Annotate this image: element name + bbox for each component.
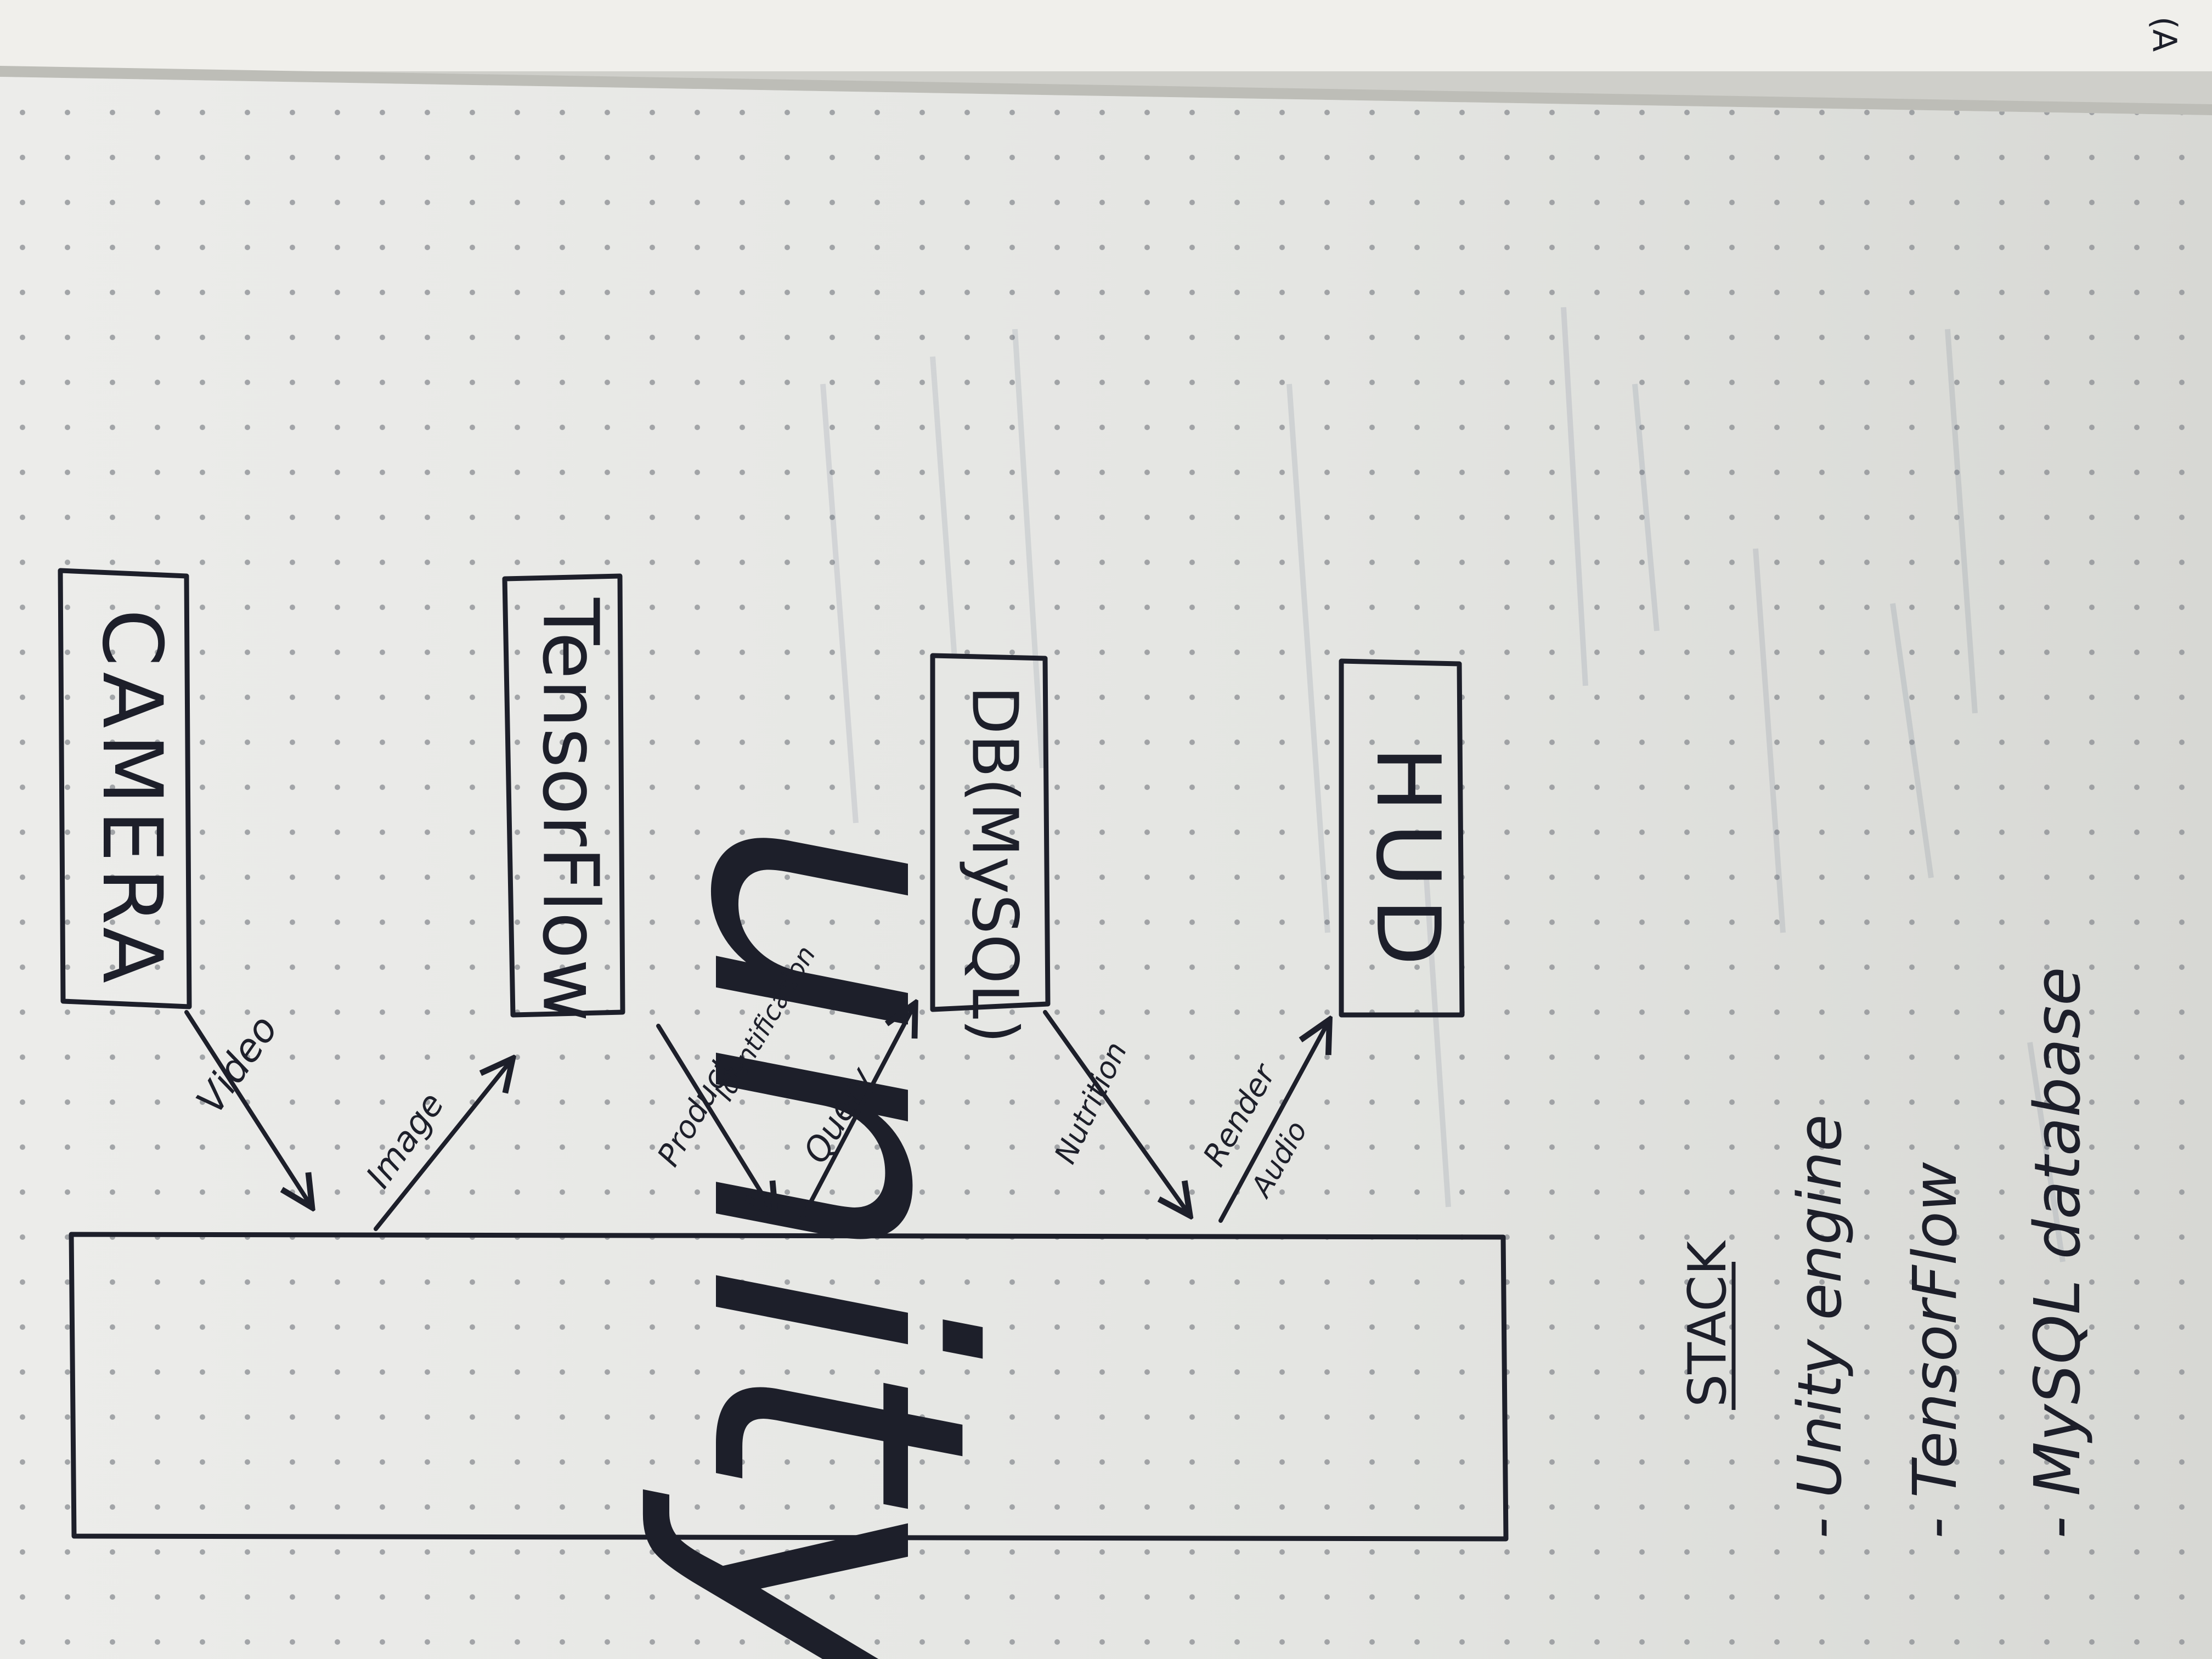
video-arrow [184,1010,310,1204]
stack-heading: STACK [1678,1239,1738,1407]
render-audio-arrow [1218,1023,1328,1223]
corner-mark: (A [2145,16,2183,52]
show-through-marks [820,307,2066,1262]
camera-box [58,568,192,1009]
stack-item: - Unity engine [1785,1114,1855,1539]
dot-grid [0,77,2212,1659]
unity-box [69,1232,1509,1542]
page-fold [0,66,2212,115]
tensorflow-label: TensorFlow [525,597,614,1022]
hud-label: HUD [1357,746,1459,977]
hud-box [1339,658,1465,1018]
product-identification-arrow [656,1024,774,1212]
stack-item: - TensorFlow [1900,1161,1970,1539]
page-edge-strip [0,0,2212,71]
db-box [930,653,1051,1012]
query-arrow [799,1007,913,1223]
nutrition-arrow [1043,1010,1188,1212]
tensorflow-box [502,573,625,1018]
db-label: DB(MySQL) [957,686,1031,1043]
stack-notes: STACK - Unity engine - TensorFlow - MySQ… [1678,967,2095,1539]
stack-item: - MySQL database [2021,967,2095,1539]
unity-label: unity [633,818,1042,1659]
camera-label: CAMERA [84,609,179,989]
image-arrow [374,1062,510,1231]
